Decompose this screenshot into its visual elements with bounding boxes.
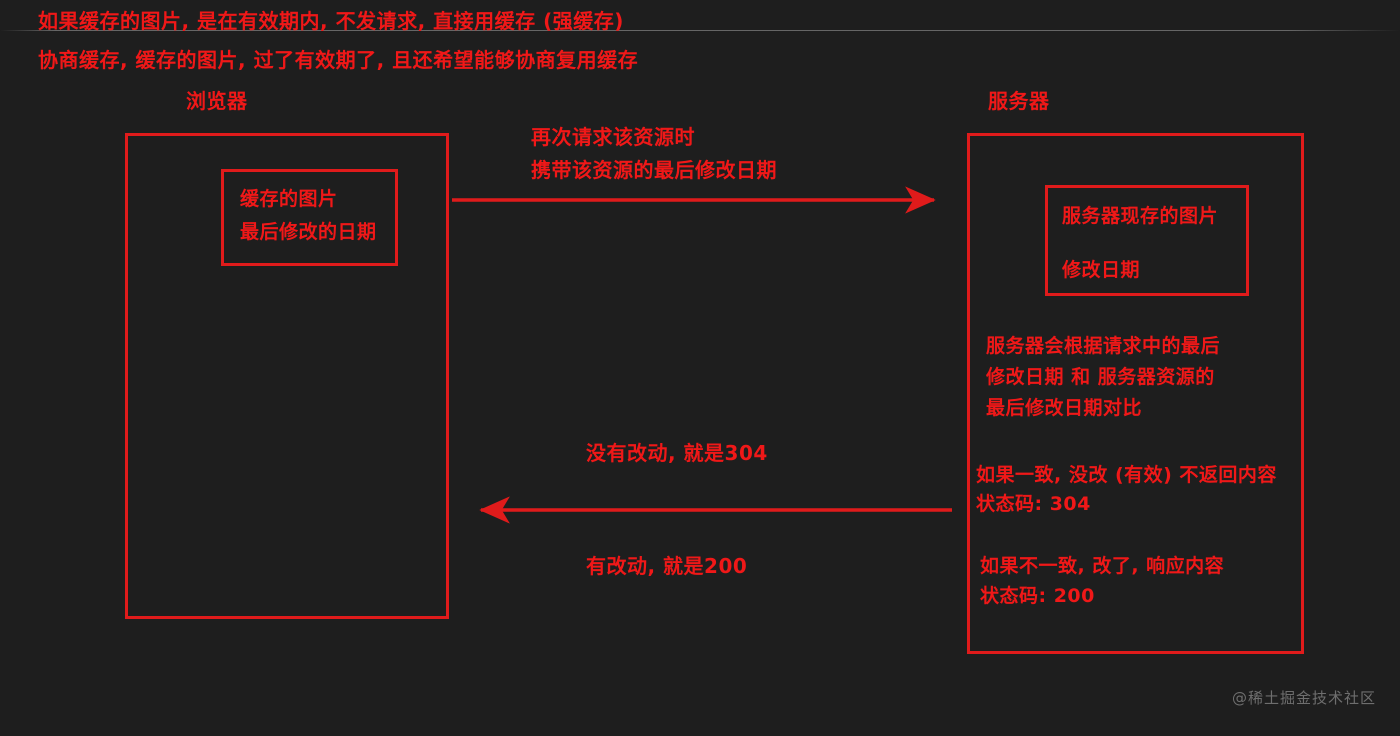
server-box <box>967 133 1304 654</box>
server-stored-image-line-1: 服务器现存的图片 <box>1062 205 1219 227</box>
browser-label: 浏览器 <box>186 89 248 113</box>
top-divider <box>0 30 1400 31</box>
browser-cached-image-line-1: 缓存的图片 <box>240 188 338 210</box>
response-200-arrow-label: 有改动, 就是200 <box>586 554 748 578</box>
browser-box <box>125 133 449 619</box>
response-304-arrow-label: 没有改动, 就是304 <box>586 441 768 465</box>
server-mismatch-note-line-2: 状态码: 200 <box>980 585 1095 607</box>
server-stored-image-line-2: 修改日期 <box>1062 259 1141 281</box>
request-arrow-label-line-2: 携带该资源的最后修改日期 <box>531 158 777 182</box>
header-line-1: 如果缓存的图片, 是在有效期内, 不发请求, 直接用缓存 (强缓存) <box>38 9 624 33</box>
server-label: 服务器 <box>988 89 1050 113</box>
watermark: @稀土掘金技术社区 <box>1231 689 1376 707</box>
browser-cached-image-box <box>221 169 398 266</box>
server-compare-note-line-3: 最后修改日期对比 <box>986 397 1143 419</box>
request-arrow-label-line-1: 再次请求该资源时 <box>531 125 695 149</box>
server-stored-image-box <box>1045 185 1249 296</box>
server-compare-note-line-2: 修改日期 和 服务器资源的 <box>986 366 1215 388</box>
server-match-note-line-2: 状态码: 304 <box>976 493 1091 515</box>
server-compare-note-line-1: 服务器会根据请求中的最后 <box>986 335 1221 357</box>
header-line-2: 协商缓存, 缓存的图片, 过了有效期了, 且还希望能够协商复用缓存 <box>38 48 639 72</box>
server-match-note-line-1: 如果一致, 没改 (有效) 不返回内容 <box>976 464 1277 486</box>
server-mismatch-note-line-1: 如果不一致, 改了, 响应内容 <box>980 555 1225 577</box>
browser-cached-image-line-2: 最后修改的日期 <box>240 221 377 243</box>
